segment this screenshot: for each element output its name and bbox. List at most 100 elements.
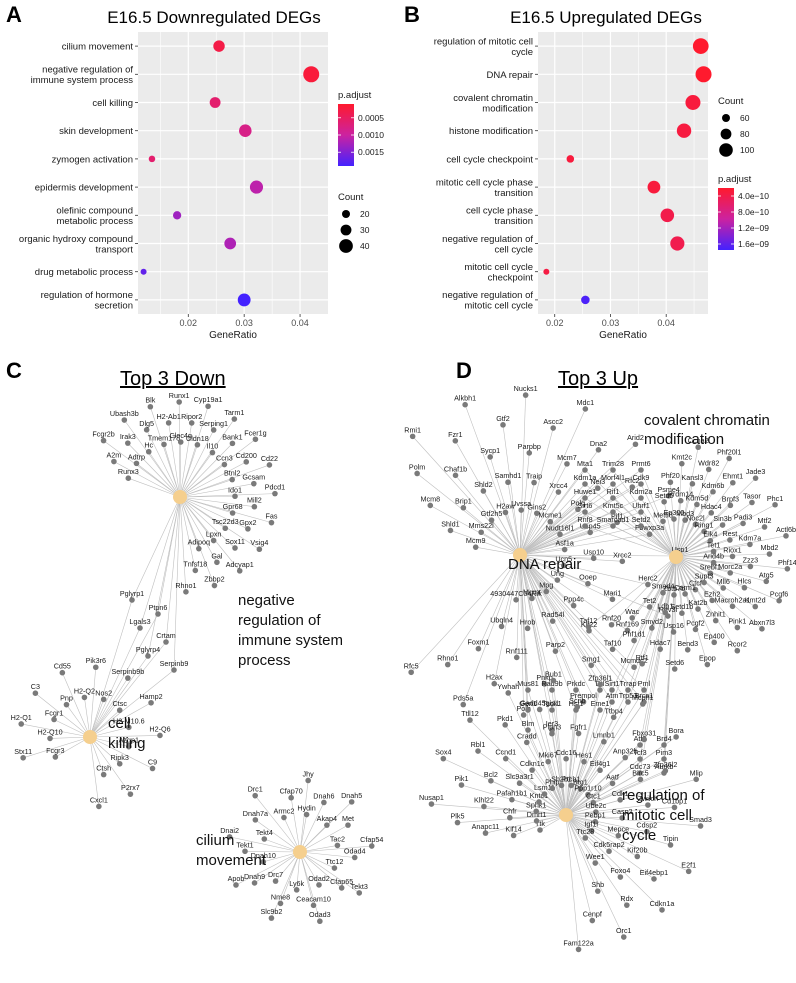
gene-label: Tekt4 bbox=[256, 828, 273, 837]
network-edge bbox=[509, 814, 567, 819]
term-label: cell killing bbox=[92, 98, 133, 109]
network-edge bbox=[551, 709, 567, 816]
gene-node bbox=[145, 653, 151, 659]
network-edge bbox=[675, 556, 738, 651]
network-edge bbox=[519, 554, 577, 711]
gene-label: Eme1 bbox=[591, 699, 610, 708]
gene-label: Pink1 bbox=[728, 617, 746, 626]
network-edge bbox=[664, 556, 677, 613]
gene-node bbox=[192, 567, 199, 574]
term-label: secretion bbox=[94, 301, 133, 312]
gene-node bbox=[163, 639, 169, 645]
network-edge bbox=[519, 408, 586, 556]
gene-label: Ehmt1 bbox=[722, 472, 743, 481]
gene-node bbox=[597, 681, 603, 688]
gene-node bbox=[525, 687, 531, 693]
gene-label: Trp53 bbox=[619, 691, 638, 700]
network-edge bbox=[89, 667, 97, 738]
panel-letter-d: D bbox=[456, 358, 472, 383]
gene-label: Odad3 bbox=[309, 910, 331, 919]
network-edge bbox=[511, 799, 567, 816]
network-edge bbox=[299, 780, 309, 853]
gene-label: Cenpf bbox=[583, 910, 602, 919]
term-dot bbox=[239, 124, 252, 137]
gene-node bbox=[447, 527, 454, 534]
network-edge bbox=[519, 554, 601, 691]
network-edge bbox=[519, 525, 586, 556]
gene-node bbox=[513, 597, 519, 603]
gene-node bbox=[639, 701, 646, 707]
gene-node bbox=[233, 882, 239, 888]
gene-node bbox=[660, 518, 666, 525]
gene-node bbox=[645, 802, 651, 808]
gene-label: Herc2 bbox=[638, 573, 657, 582]
gene-label: Aurkb bbox=[655, 762, 674, 771]
network-edge bbox=[565, 814, 610, 852]
gene-label: Gtf2h5 bbox=[481, 509, 503, 518]
network-edge bbox=[493, 554, 521, 684]
gene-node bbox=[414, 470, 420, 477]
gene-node bbox=[518, 507, 525, 513]
gene-label: Smad3 bbox=[689, 815, 712, 824]
gene-label: 4930447C04Rik bbox=[490, 589, 542, 598]
gene-label: Tipin bbox=[663, 834, 678, 843]
gene-label: Taf10 bbox=[604, 638, 622, 647]
network-edge bbox=[447, 554, 521, 665]
gene-label: Gadd45gip1 bbox=[520, 698, 559, 707]
network-edge bbox=[136, 463, 181, 498]
gene-node bbox=[51, 716, 57, 723]
gene-node bbox=[761, 524, 768, 530]
size-legend-label: 20 bbox=[360, 209, 370, 219]
gene-label: Gpx2 bbox=[239, 518, 256, 527]
gene-node bbox=[710, 488, 716, 495]
network-edge bbox=[179, 483, 254, 498]
gene-node bbox=[427, 502, 434, 509]
gene-label: Zfp36l1 bbox=[588, 673, 612, 682]
network-edge bbox=[539, 709, 567, 816]
size-legend-dot bbox=[342, 210, 350, 218]
gene-node bbox=[502, 509, 509, 516]
gene-label: Dmrt1 bbox=[527, 810, 547, 819]
gene-node bbox=[505, 479, 511, 486]
network-edge bbox=[565, 814, 625, 938]
network-edge bbox=[643, 556, 677, 691]
gene-node bbox=[348, 799, 355, 805]
gene-label: Taok1 bbox=[542, 699, 561, 708]
gene-node bbox=[324, 822, 330, 828]
gene-label: Prkdc bbox=[567, 679, 586, 688]
gene-node bbox=[727, 502, 734, 509]
gene-label: Fcgr3 bbox=[46, 746, 64, 755]
gene-label: Foxo4 bbox=[610, 866, 630, 875]
gene-node bbox=[638, 481, 644, 487]
color-legend-label: 0.0015 bbox=[358, 147, 384, 157]
network-edge bbox=[565, 689, 645, 816]
gene-node bbox=[581, 758, 587, 765]
term-label: DNA repair bbox=[508, 556, 581, 573]
gene-node bbox=[231, 416, 238, 422]
gene-node bbox=[701, 528, 707, 535]
gene-node bbox=[52, 754, 59, 760]
term-label: regulation of mitotic cell bbox=[434, 36, 533, 47]
network-edge bbox=[179, 495, 235, 498]
size-legend-dot bbox=[339, 239, 353, 253]
gene-label: Serping1 bbox=[199, 419, 228, 428]
gene-label: Ung bbox=[551, 569, 564, 578]
gene-label: Zbbp2 bbox=[204, 575, 224, 584]
size-legend-dot bbox=[719, 143, 733, 157]
gene-label: Rest bbox=[722, 529, 737, 538]
gene-label: Prempol bbox=[570, 691, 597, 700]
gene-node bbox=[637, 770, 643, 776]
network-edge bbox=[675, 512, 712, 558]
term-label: cell cycle checkpoint bbox=[446, 154, 533, 165]
gene-label: Rnf8 bbox=[577, 515, 592, 524]
network-edge bbox=[565, 783, 613, 816]
gene-label: Rcor2 bbox=[728, 640, 747, 649]
size-legend-label: 100 bbox=[740, 145, 754, 155]
gene-node bbox=[537, 827, 543, 833]
gene-node bbox=[523, 739, 530, 746]
network-edge bbox=[519, 463, 568, 556]
chart-title: E16.5 Upregulated DEGs bbox=[510, 8, 702, 27]
gene-label: Fgfr1 bbox=[570, 722, 587, 731]
gene-label: Dnah5 bbox=[341, 791, 362, 800]
gene-label: Shb bbox=[591, 880, 604, 889]
